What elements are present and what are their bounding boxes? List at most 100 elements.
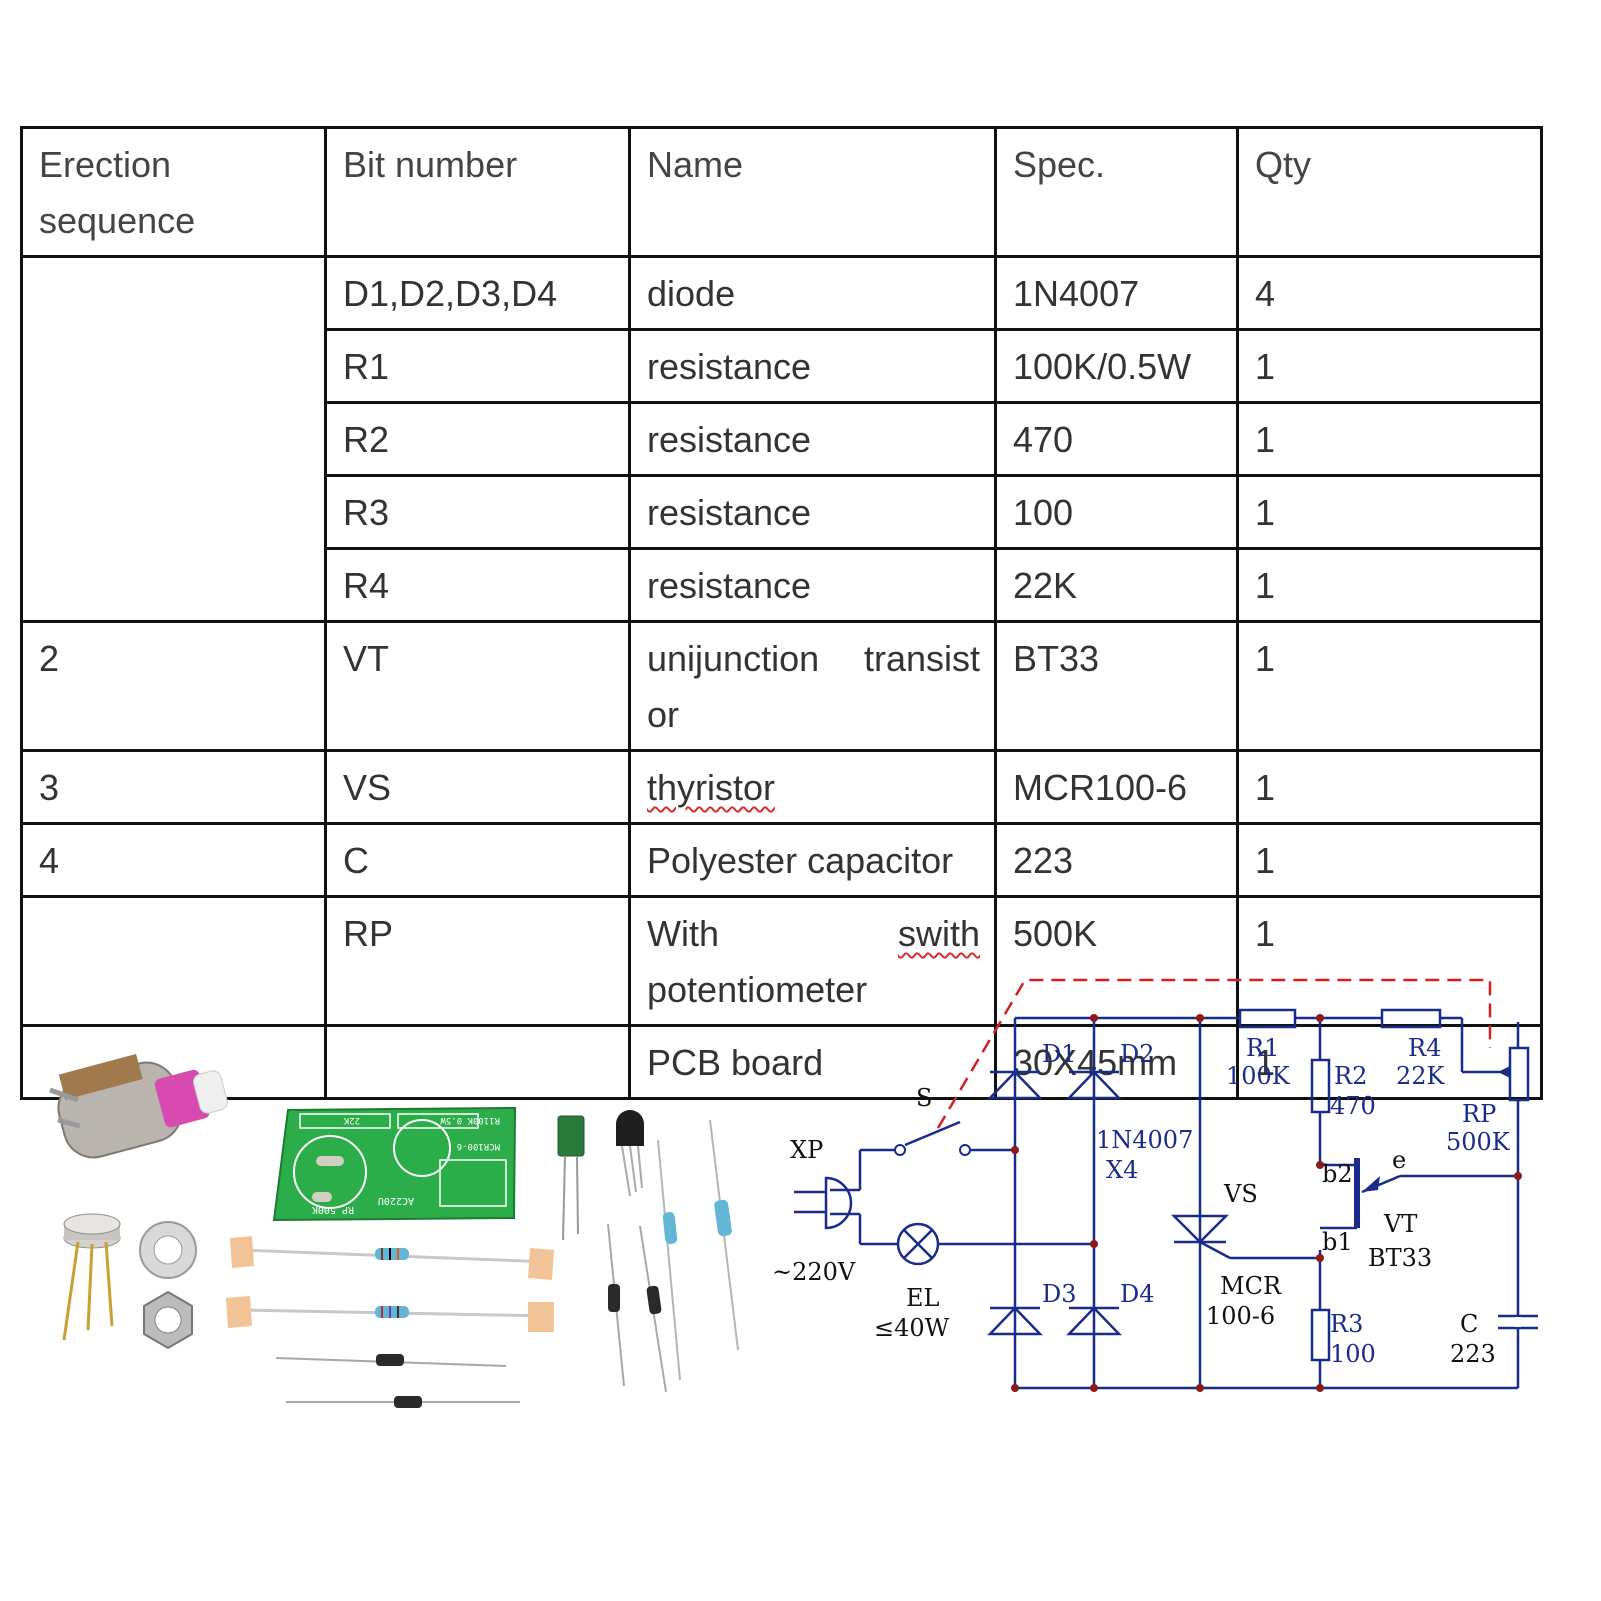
name-cell: resistance (628, 328, 997, 404)
qty-cell: 1 (1236, 895, 1543, 1027)
label-vt: VT (1383, 1210, 1417, 1238)
label-rp: RP (1462, 1100, 1496, 1128)
table-row: D1,D2,D3,D4 diode 1N4007 4 (20, 255, 1543, 623)
spec-cell: 500K (994, 895, 1239, 1027)
table-row: 3 VS thyristor MCR100-6 1 (20, 749, 1543, 825)
resistor-taped-photo (226, 1236, 554, 1332)
label-ac: ~220V (772, 1258, 856, 1286)
label-rp-value: 500K (1446, 1128, 1511, 1156)
seq-cell: 4 (20, 822, 327, 898)
header-erection-sequence: Erection sequence (20, 126, 327, 258)
qty-cell: 1 (1236, 474, 1543, 550)
label-b1: b1 (1322, 1228, 1353, 1256)
label-vt-value: BT33 (1368, 1244, 1432, 1272)
spec-cell: 22K (994, 547, 1239, 623)
transistor-can-photo (62, 1213, 121, 1341)
name-cell: diode (628, 255, 997, 331)
label-c: C (1460, 1310, 1478, 1338)
header-name: Name (628, 126, 997, 258)
pcb-silk: R1100K 0.5W (440, 1115, 500, 1125)
bit-cell: R3 (324, 474, 631, 550)
label-r3: R3 (1330, 1310, 1363, 1338)
pcb-silk: 22K (343, 1115, 360, 1125)
circuit-schematic: D1 D2 D3 D4 1N4007 X4 R1 100K R2 470 R4 … (772, 978, 1538, 1392)
label-s: S (916, 1084, 932, 1112)
name-cell: resistance (628, 401, 997, 477)
seq-cell (20, 255, 327, 623)
spec-cell: 100K/0.5W (994, 328, 1239, 404)
label-r4: R4 (1408, 1034, 1441, 1062)
label-r2-value: 470 (1330, 1092, 1376, 1120)
spec-cell: 30X45mm (994, 1024, 1239, 1100)
label-d4: D4 (1120, 1280, 1155, 1308)
label-el-value: ≤40W (874, 1314, 950, 1342)
qty-cell: 1 (1236, 401, 1543, 477)
label-r3-value: 100 (1330, 1340, 1376, 1368)
label-d3: D3 (1042, 1280, 1077, 1308)
spec-cell: 100 (994, 474, 1239, 550)
name-part: swith (897, 913, 980, 954)
table-row: R3 resistance 100 1 (22, 474, 1543, 550)
table-header-row: Erection sequence Bit number Name Spec. … (20, 126, 1543, 258)
thyristor-photo (616, 1110, 644, 1197)
bit-cell: VS (324, 749, 631, 825)
label-b2: b2 (1322, 1160, 1353, 1188)
label-diode-part: 1N4007 (1096, 1126, 1193, 1154)
pcb-silk: MCR100-6 (457, 1141, 500, 1151)
name-part: potentiometer (647, 969, 868, 1010)
label-e: e (1392, 1146, 1406, 1174)
bit-cell: D1,D2,D3,D4 (324, 255, 631, 331)
spec-cell: 1N4007 (994, 255, 1239, 331)
capacitor-photo (557, 1115, 585, 1241)
potentiometer-photo (49, 1053, 228, 1159)
table-row: R1 resistance 100K/0.5W 1 (22, 328, 1543, 404)
kit-components-photo: RP 500K AC220U MCR100-6 22K R1100K 0.5W (49, 1053, 739, 1408)
resistor-photo (657, 1119, 739, 1381)
qty-cell: 1 (1236, 749, 1543, 825)
name-cell: PCB board (628, 1024, 997, 1100)
header-spec: Spec. (994, 126, 1239, 258)
label-r2: R2 (1334, 1062, 1367, 1090)
label-r4-value: 22K (1396, 1062, 1446, 1090)
name-part: unijunction (647, 638, 820, 679)
name-part: transist (863, 638, 980, 679)
label-el: EL (906, 1284, 940, 1312)
diode-photo (275, 1223, 667, 1408)
bit-cell: R4 (324, 547, 631, 623)
name-cell: unijunction transist or (628, 620, 997, 752)
bom-table: Erection sequence Bit number Name Spec. … (20, 126, 1543, 1100)
bit-cell: C (324, 822, 631, 898)
header-qty: Qty (1236, 126, 1543, 258)
bit-cell: RP (324, 895, 631, 1027)
label-diode-count: X4 (1106, 1156, 1138, 1184)
spec-cell: BT33 (994, 620, 1239, 752)
qty-cell: 1 (1236, 328, 1543, 404)
name-text: thyristor (647, 767, 776, 808)
qty-cell: 1 (1236, 620, 1543, 752)
spec-cell: 470 (994, 401, 1239, 477)
seq-cell: 3 (20, 749, 327, 825)
label-r1: R1 (1246, 1034, 1279, 1062)
qty-cell: 4 (1236, 255, 1543, 331)
bit-cell: VT (324, 620, 631, 752)
name-part: With (647, 913, 719, 954)
bit-cell (324, 1024, 631, 1100)
spec-cell: MCR100-6 (994, 749, 1239, 825)
table-row: R4 resistance 22K 1 (22, 547, 1543, 623)
header-bit-number: Bit number (324, 126, 631, 258)
label-d2: D2 (1120, 1040, 1155, 1068)
name-part: or (647, 694, 680, 735)
label-vs: VS (1223, 1180, 1258, 1208)
pcb-photo: RP 500K AC220U MCR100-6 22K R1100K 0.5W (272, 1106, 517, 1222)
pcb-silk: AC220U (378, 1195, 414, 1206)
label-d1: D1 (1042, 1040, 1077, 1068)
name-cell: Polyester capacitor (628, 822, 997, 898)
seq-cell (20, 895, 327, 1027)
name-cell: thyristor (628, 749, 997, 825)
table-row: RP With swith potentiometer 500K 1 (20, 895, 1543, 1027)
label-c-value: 223 (1450, 1340, 1496, 1368)
bit-cell: R1 (324, 328, 631, 404)
name-cell: resistance (628, 474, 997, 550)
label-mcr-value: 100-6 (1206, 1302, 1275, 1330)
